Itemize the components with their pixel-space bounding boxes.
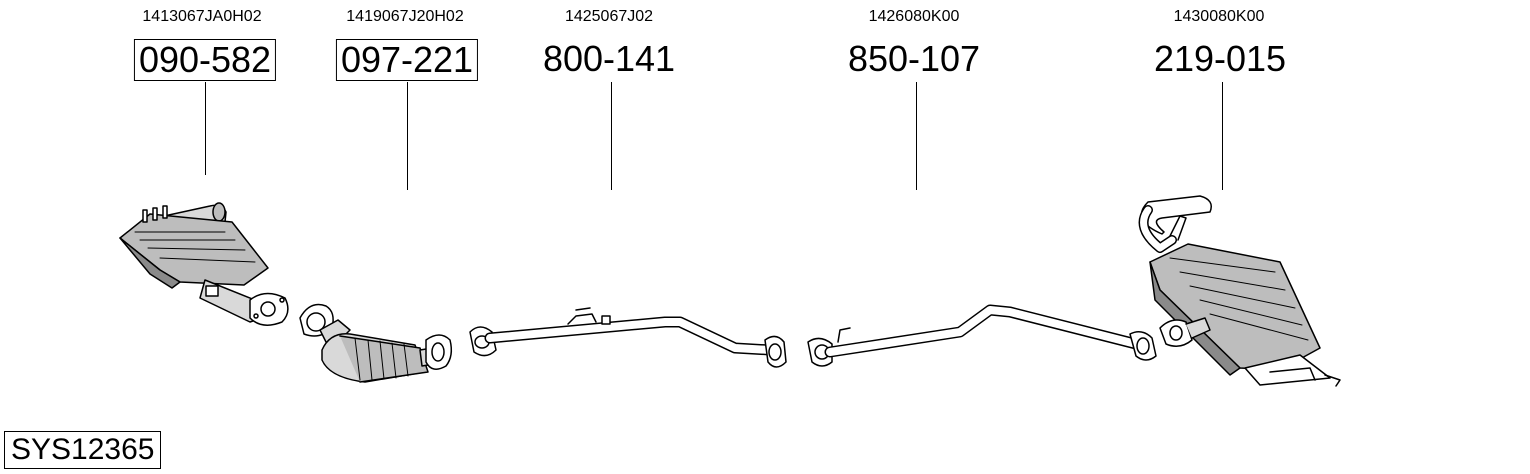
oem-number-1: 1413067JA0H02 xyxy=(142,8,262,25)
leader-line-2 xyxy=(407,82,408,190)
leader-line-5 xyxy=(1222,82,1223,190)
part-1-front-catalyst[interactable] xyxy=(119,202,289,326)
part-4-rear-pipe[interactable] xyxy=(807,304,1157,367)
part-code-5[interactable]: 219-015 xyxy=(1153,38,1287,79)
part-5-rear-silencer[interactable] xyxy=(1138,195,1341,387)
part-code-3[interactable]: 800-141 xyxy=(542,38,676,79)
oem-number-4: 1426080K00 xyxy=(868,8,960,25)
part-code-4[interactable]: 850-107 xyxy=(847,38,981,79)
oem-number-2: 1419067J20H02 xyxy=(346,8,464,25)
part-3-intermediate-pipe[interactable] xyxy=(469,307,787,368)
leader-line-1 xyxy=(205,82,206,175)
part-code-1[interactable]: 090-582 xyxy=(133,39,277,81)
leader-line-4 xyxy=(916,82,917,190)
leader-line-3 xyxy=(611,82,612,190)
oem-number-3: 1425067J02 xyxy=(564,8,654,25)
system-code: SYS12365 xyxy=(4,431,162,469)
part-code-2[interactable]: 097-221 xyxy=(335,39,479,81)
oem-number-5: 1430080K00 xyxy=(1173,8,1265,25)
part-2-catalytic-converter[interactable] xyxy=(299,303,453,383)
